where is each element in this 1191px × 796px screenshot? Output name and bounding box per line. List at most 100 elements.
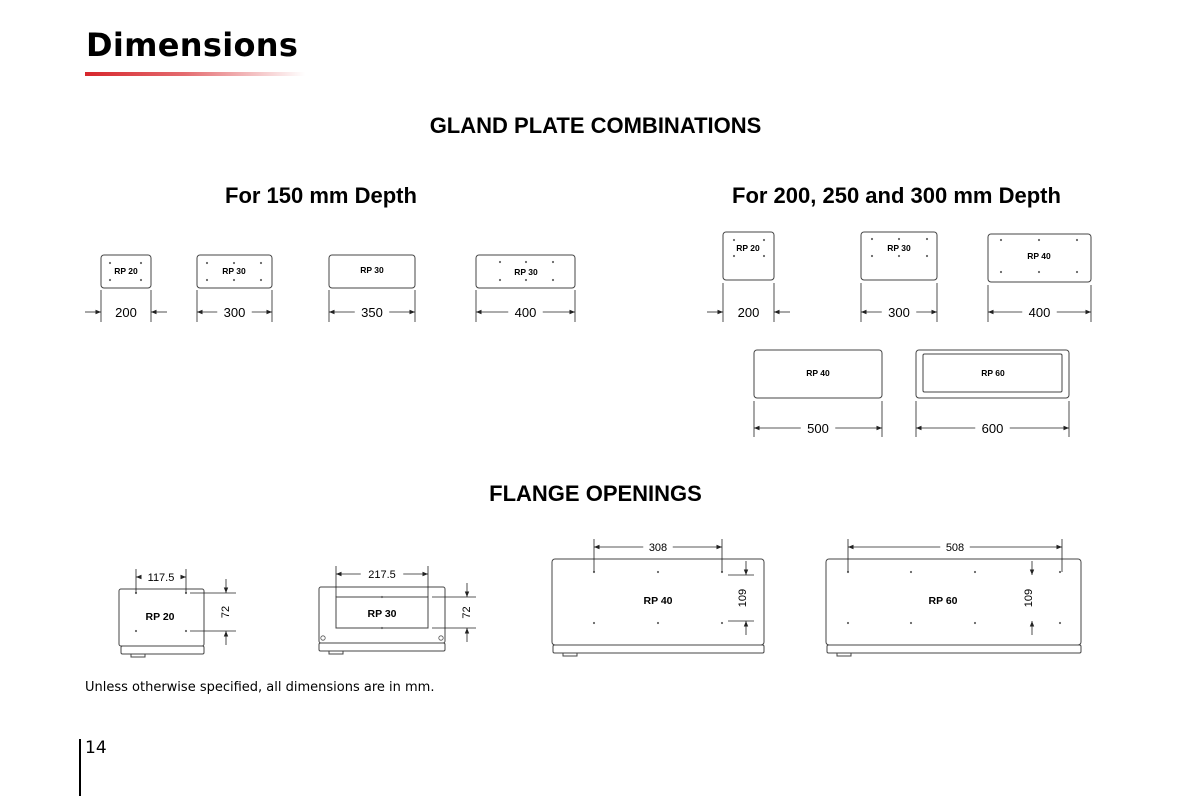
mounting-hole: [732, 238, 736, 242]
flange-base: [552, 644, 765, 654]
gland-plate-label: RP 40: [1027, 251, 1051, 261]
dimension-value: 308: [649, 542, 667, 554]
gland-plate-label: RP 60: [981, 368, 1005, 378]
flange-foot: [836, 652, 852, 657]
flange-foot: [130, 653, 146, 658]
flange-openings-heading: FLANGE OPENINGS: [489, 481, 702, 506]
dimension-value: 350: [361, 305, 383, 320]
dimension-value: 400: [1029, 305, 1051, 320]
depth-150-heading: For 150 mm Depth: [225, 183, 417, 208]
mounting-hole: [498, 260, 502, 264]
gland-plate-label: RP 30: [887, 243, 911, 253]
mounting-hole: [232, 278, 236, 282]
mounting-hole: [524, 260, 528, 264]
flange-label: RP 40: [644, 595, 673, 607]
mounting-hole: [999, 270, 1003, 274]
page-number: 14: [85, 738, 107, 758]
mounting-hole: [1037, 238, 1041, 242]
gland-plate: [987, 233, 1092, 283]
footnote: Unless otherwise specified, all dimensio…: [85, 680, 435, 695]
flange-label: RP 20: [146, 611, 175, 623]
gland-plate: [328, 254, 416, 289]
gland-plate-label: RP 30: [514, 267, 538, 277]
mounting-hole: [108, 261, 112, 265]
mounting-hole: [184, 629, 188, 633]
gland-plate-heading: GLAND PLATE COMBINATIONS: [429, 113, 762, 138]
dimension-value: 400: [515, 305, 537, 320]
gland-plate-cutout: [922, 353, 1063, 393]
mounting-hole: [973, 570, 977, 574]
flange-base: [120, 645, 205, 655]
mounting-hole: [909, 570, 913, 574]
mounting-hole: [720, 621, 724, 625]
gland-plate-label: RP 30: [360, 265, 384, 275]
gland-plate: [196, 254, 273, 289]
mounting-hole: [1037, 270, 1041, 274]
dimension-value: 508: [946, 542, 964, 554]
flange-foot: [562, 652, 578, 657]
gland-plate-label: RP 30: [222, 266, 246, 276]
flange-label: RP 60: [929, 595, 958, 607]
flange-base: [318, 642, 446, 652]
mounting-hole: [1058, 621, 1062, 625]
mounting-hole: [897, 237, 901, 241]
mounting-hole: [551, 278, 555, 282]
mounting-hole: [870, 254, 874, 258]
mounting-hole: [139, 278, 143, 282]
mounting-hole: [925, 254, 929, 258]
flange-foot: [328, 650, 344, 655]
gland-plate-label: RP 20: [114, 266, 138, 276]
fixing-hole: [438, 635, 444, 641]
mounting-hole: [925, 237, 929, 241]
dimension-value: 300: [224, 305, 246, 320]
mounting-hole: [139, 261, 143, 265]
dimension-value: 72: [220, 606, 232, 618]
dimension-value: 117.5: [148, 572, 175, 584]
title-accent-bar: [85, 72, 305, 76]
mounting-hole: [524, 278, 528, 282]
dimension-value: 217.5: [368, 569, 396, 581]
dimension-value: 600: [982, 421, 1004, 436]
dimension-value: 300: [888, 305, 910, 320]
mounting-hole: [205, 261, 209, 265]
page-title: Dimensions: [86, 26, 299, 64]
mounting-hole: [656, 570, 660, 574]
gland-plate-label: RP 40: [806, 368, 830, 378]
mounting-hole: [134, 629, 138, 633]
dimension-value: 500: [807, 421, 829, 436]
dimension-value: 109: [1023, 589, 1035, 607]
dimension-value: 200: [738, 305, 760, 320]
dimension-value: 109: [737, 589, 749, 607]
depth-200-300-heading: For 200, 250 and 300 mm Depth: [732, 183, 1061, 208]
dimension-value: 72: [461, 606, 473, 618]
mounting-hole: [1075, 238, 1079, 242]
mounting-hole: [205, 278, 209, 282]
mounting-hole: [498, 278, 502, 282]
depth-200-300-plates: RP 20 200 RP 30 300 RP 40 400 RP 40 500 RP 60 600: [707, 231, 1092, 437]
mounting-hole: [259, 278, 263, 282]
mounting-hole: [999, 238, 1003, 242]
page-number-rule: [79, 739, 81, 796]
mounting-hole: [846, 621, 850, 625]
mounting-hole: [551, 260, 555, 264]
mounting-hole: [232, 261, 236, 265]
mounting-hole: [592, 621, 596, 625]
mounting-hole: [897, 254, 901, 258]
mounting-hole: [1058, 570, 1062, 574]
mounting-hole: [909, 621, 913, 625]
mounting-hole: [259, 261, 263, 265]
mounting-hole: [380, 626, 384, 630]
mounting-hole: [870, 237, 874, 241]
mounting-hole: [656, 621, 660, 625]
mounting-hole: [108, 278, 112, 282]
flange-openings-drawings: RP 20 117.5 72 RP 30 217.5 72 RP 40 308 109 RP 60…: [118, 539, 1082, 658]
gland-plate-label: RP 20: [736, 243, 760, 253]
mounting-hole: [732, 254, 736, 258]
mounting-hole: [762, 254, 766, 258]
gland-plate: [753, 349, 883, 399]
flange-label: RP 30: [368, 608, 397, 620]
mounting-hole: [973, 621, 977, 625]
mounting-hole: [762, 238, 766, 242]
